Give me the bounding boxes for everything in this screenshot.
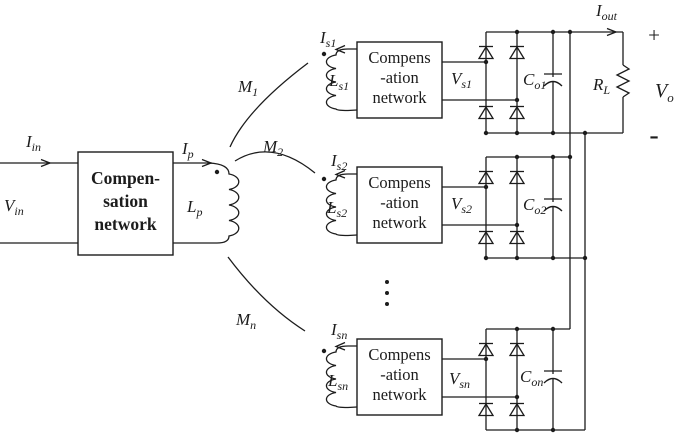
coupling-label-1: M1 xyxy=(237,77,258,99)
primary-current-label: Ip xyxy=(181,139,194,161)
coupling-arc-n xyxy=(227,256,306,332)
primary-branch xyxy=(173,158,240,244)
primary-box-line-1: Compen- xyxy=(91,168,160,188)
junction-dot xyxy=(514,130,520,136)
secondary-box1-line-2: -ation xyxy=(380,68,419,87)
secondary-stage-2: Compens -ation network Is2 xyxy=(321,151,588,261)
secondary-voltage-label-2: Vs2 xyxy=(451,194,472,216)
junction-dot xyxy=(514,326,520,332)
secondary-stage-1: Compens -ation network Is1 xyxy=(319,28,623,136)
secondary-coil-2 xyxy=(325,173,358,237)
output-capacitor-2 xyxy=(543,157,563,258)
primary-compensation-box xyxy=(77,151,174,256)
secondary-current-arrow-icon-n xyxy=(334,341,346,351)
secondary-box1-line-1: Compens xyxy=(368,48,430,67)
output-current-arrow-icon xyxy=(606,27,618,37)
primary-inductor-coil xyxy=(173,162,240,244)
input-voltage-label: Vin xyxy=(4,196,24,218)
secondary-coil-n xyxy=(325,345,358,409)
primary-inductor-label: Lp xyxy=(186,197,202,219)
output-capacitor-1 xyxy=(543,32,563,133)
secondary-compensation-box-1 xyxy=(356,41,443,119)
output-voltage-label: Vo xyxy=(655,80,674,105)
junction-dot xyxy=(514,154,520,160)
secondary-current-arrow-icon-2 xyxy=(334,169,346,179)
primary-polarity-dot xyxy=(214,169,220,175)
junction-dot xyxy=(514,394,520,400)
junction-dot xyxy=(514,255,520,261)
secondary-coil-1 xyxy=(325,48,358,112)
secondary-current-label-2: Is2 xyxy=(330,151,347,173)
load-label: RL xyxy=(592,75,610,97)
coupling-arc-2 xyxy=(234,151,316,174)
coupling-arc-1 xyxy=(229,62,309,148)
secondary-box2-line-1: Compens xyxy=(368,173,430,192)
coupling-label-2: M2 xyxy=(262,137,283,159)
secondary-current-label-1: Is1 xyxy=(319,28,336,50)
junction-dot xyxy=(483,184,489,190)
secondary-stage-n: Compens -ation network Isn Lsn Vsn xyxy=(321,320,585,433)
secondary-compensation-box-2 xyxy=(356,166,443,244)
primary-box-line-2: sation xyxy=(103,191,148,211)
junction-dot xyxy=(483,130,489,136)
minus-terminal-label: - xyxy=(649,120,658,151)
junction-dot xyxy=(514,222,520,228)
secondary-polarity-dot-2 xyxy=(321,176,327,182)
primary-box-line-3: network xyxy=(94,214,156,234)
junction-dot xyxy=(514,427,520,433)
secondary-polarity-dot-n xyxy=(321,348,327,354)
secondary-boxn-line-2: -ation xyxy=(380,365,419,384)
junction-dot xyxy=(514,29,520,35)
capacitor-label-2: Co2 xyxy=(523,195,546,217)
secondary-box2-line-2: -ation xyxy=(380,193,419,212)
capacitor-label-1: Co1 xyxy=(523,70,546,92)
junction-dot xyxy=(483,255,489,261)
secondary-polarity-dot-1 xyxy=(321,51,327,57)
secondary-inductor-label-1: Ls1 xyxy=(328,71,349,93)
secondary-box2-line-3: network xyxy=(372,213,427,232)
junction-dot xyxy=(483,59,489,65)
capacitor-label-n: Con xyxy=(520,367,543,389)
secondary-voltage-label-n: Vsn xyxy=(449,369,470,391)
bridge-rectifier-2 xyxy=(478,157,525,258)
plus-terminal-label: + xyxy=(648,23,660,47)
load-resistor xyxy=(615,64,631,98)
output-capacitor-n xyxy=(543,329,563,430)
bridge-rectifier-1 xyxy=(478,32,525,133)
secondary-current-arrow-icon-1 xyxy=(334,44,346,54)
secondary-inductor-label-n: Lsn xyxy=(327,371,348,393)
input-current-label: Iin xyxy=(25,132,41,154)
junction-dot xyxy=(514,97,520,103)
secondary-current-label-n: Isn xyxy=(330,320,347,342)
secondary-voltage-label-1: Vs1 xyxy=(451,69,472,91)
secondary-boxn-line-1: Compens xyxy=(368,345,430,364)
secondary-compensation-box-n xyxy=(356,338,443,416)
secondary-inductor-label-2: Ls2 xyxy=(326,198,347,220)
output-current-label: Iout xyxy=(595,1,618,23)
secondary-boxn-line-3: network xyxy=(372,385,427,404)
more-stages-ellipsis xyxy=(385,280,389,306)
junction-dot xyxy=(483,356,489,362)
bridge-rectifier-n xyxy=(478,329,525,430)
input-current-arrow-icon xyxy=(40,158,52,168)
load-branch xyxy=(606,27,631,133)
input-wires xyxy=(0,158,78,244)
secondary-box1-line-3: network xyxy=(372,88,427,107)
coupling-label-n: Mn xyxy=(235,310,256,332)
